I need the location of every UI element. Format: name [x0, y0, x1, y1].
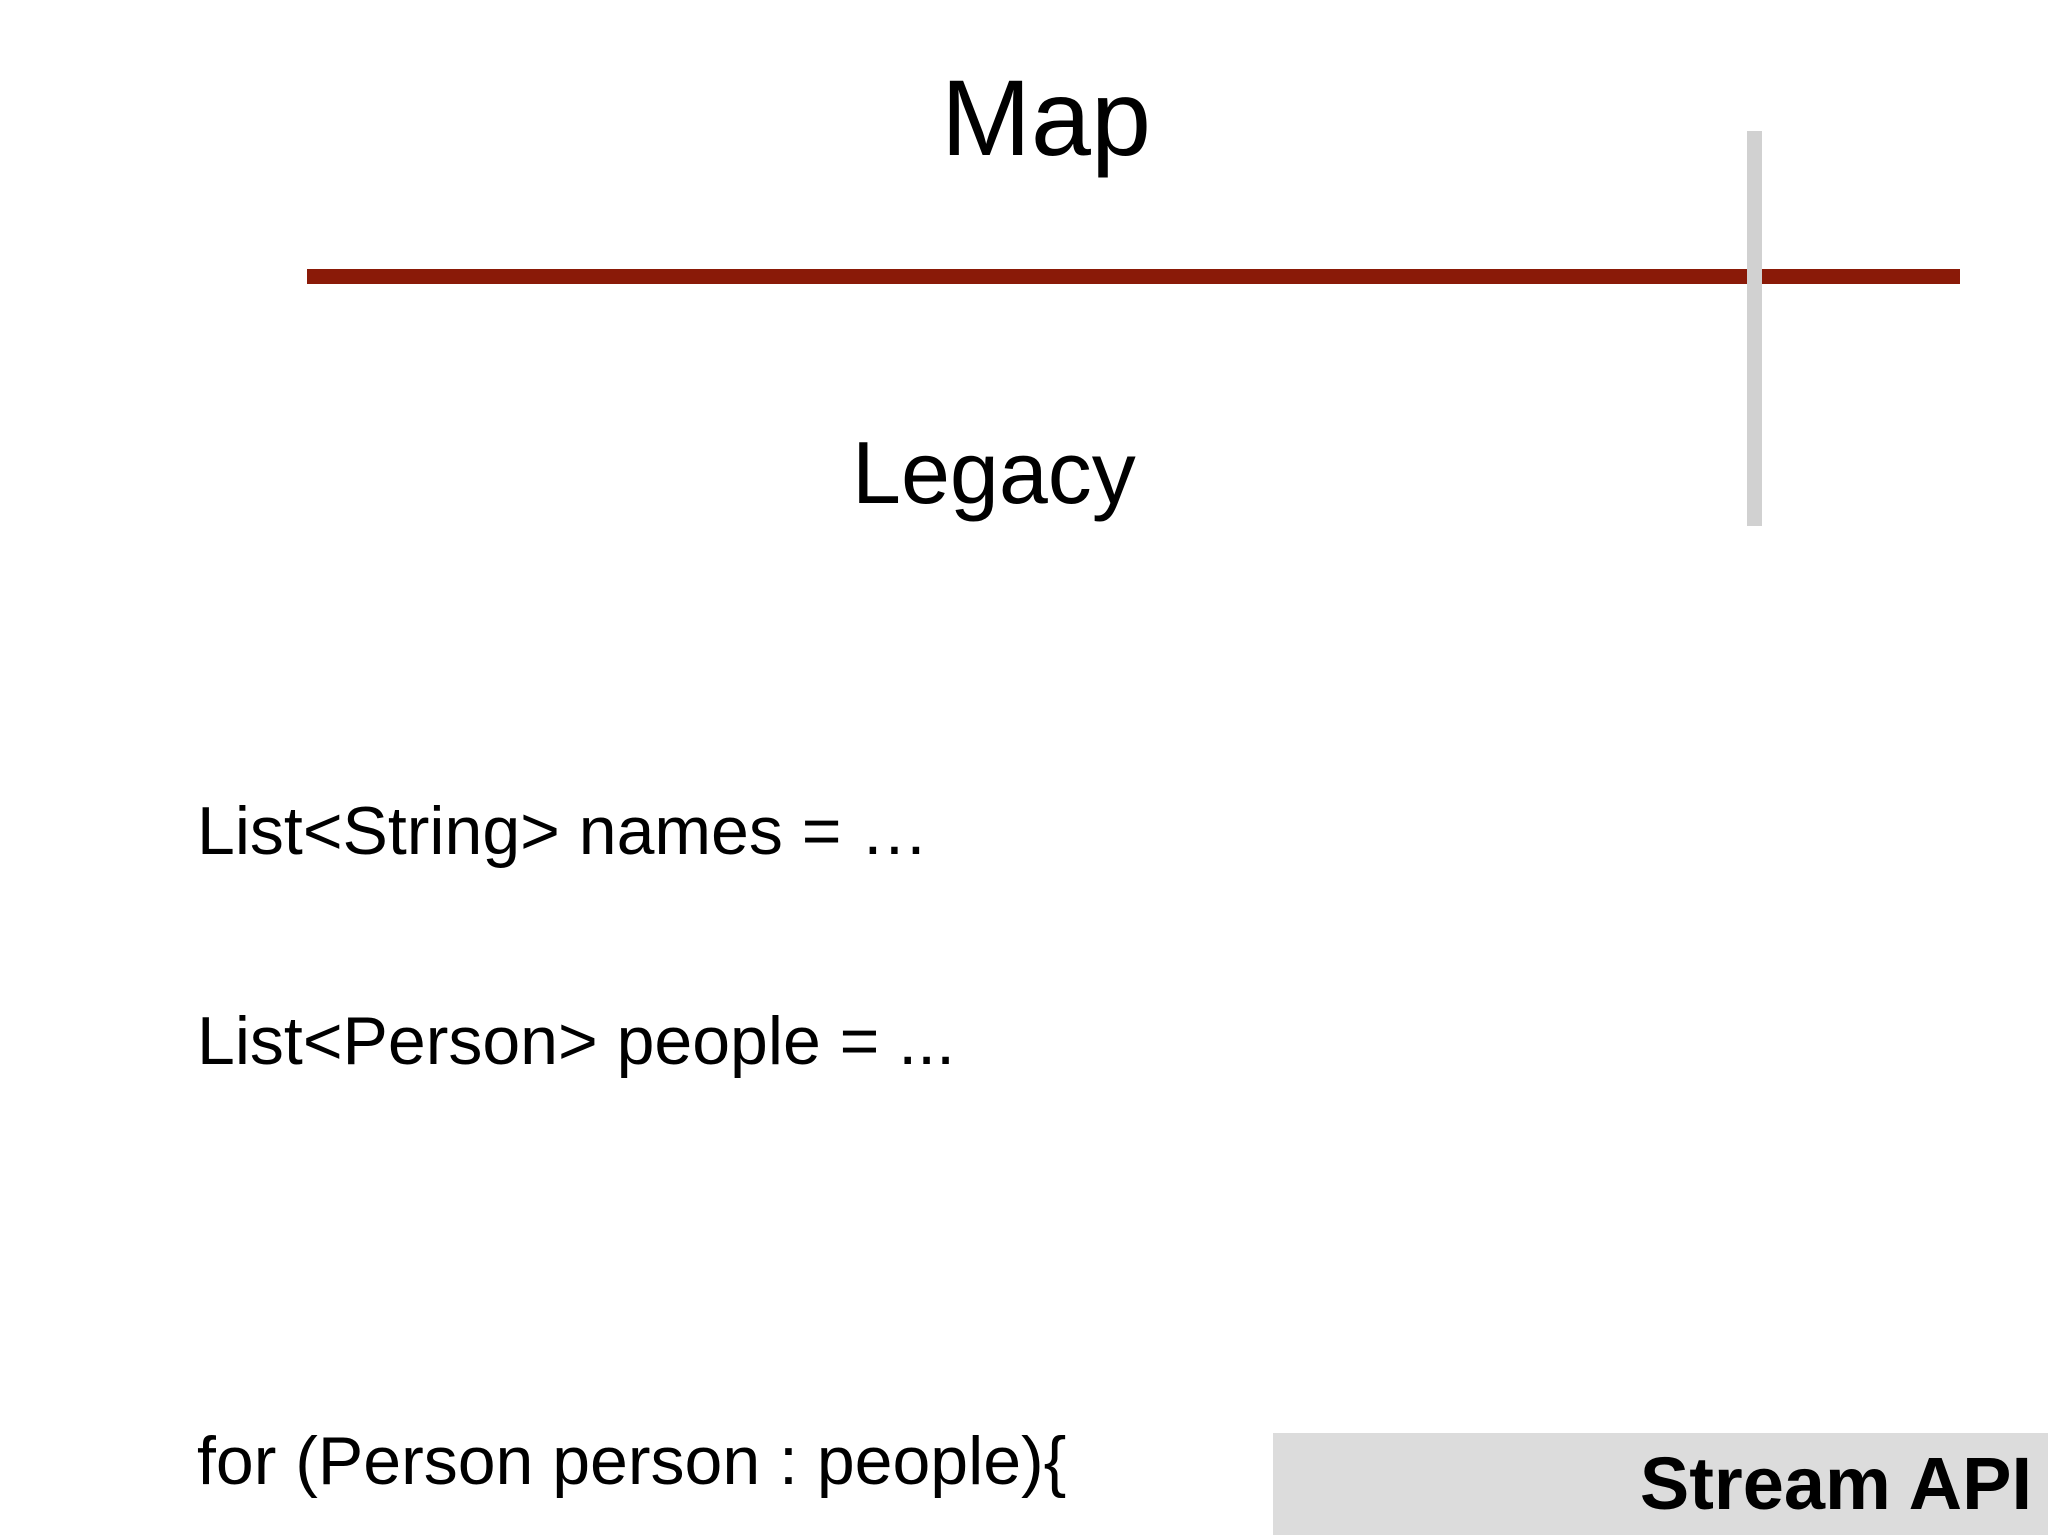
code-line-4: for (Person person : people){: [197, 1423, 1067, 1499]
code-line-1: List<String> names = …: [197, 793, 929, 869]
vertical-divider-bar: [1747, 131, 1762, 526]
slide-title: Map: [940, 57, 1152, 178]
footer-bar: Stream API: [1273, 1433, 2048, 1535]
footer-label: Stream API: [1639, 1442, 2032, 1525]
code-line-2: List<Person> people = ...: [197, 1003, 955, 1079]
slide-subtitle: Legacy: [852, 423, 1136, 522]
code-line-3-blank: [197, 1216, 1253, 1286]
title-underline-rule: [307, 269, 1960, 284]
code-block: List<String> names = … List<Person> peop…: [197, 656, 1253, 1535]
